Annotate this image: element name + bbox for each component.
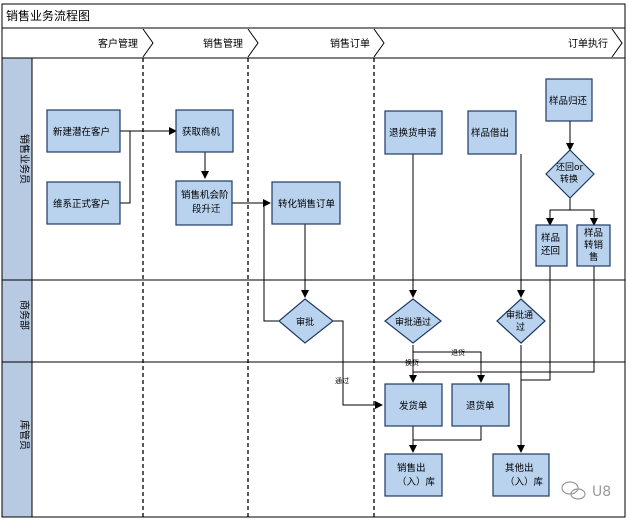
node-sample-back-label: 样品 还回: [541, 232, 563, 257]
watermark-text: U8: [592, 484, 611, 500]
phase-exec-label: 订单执行: [568, 37, 608, 50]
edge-sale-to-delivery: [413, 266, 595, 373]
node-maintain-customer-label: 维系正式客户: [53, 198, 110, 210]
node-get-opportunity: 获取商机: [175, 109, 234, 153]
node-sample-to-sale-label: 样品 转销 售: [584, 227, 606, 263]
decision-approve-order: 审批: [278, 298, 334, 344]
lane-warehouse-label: 库管员: [18, 420, 31, 450]
node-new-customer: 新建潜在客户: [46, 109, 121, 153]
lane-salesman-label: 销售业务员: [18, 134, 31, 184]
phase-customer-label: 客户管理: [98, 37, 138, 50]
watermark: U8: [561, 481, 611, 500]
wechat-icon: [561, 481, 586, 500]
node-new-customer-label: 新建潜在客户: [53, 126, 110, 138]
node-return-note-label: 退货单: [466, 400, 495, 412]
node-convert-order: 转化销售订单: [271, 181, 341, 225]
node-sample-borrow: 样品借出: [467, 110, 517, 155]
node-maintain-customer: 维系正式客户: [46, 181, 121, 225]
phase-chevron-2: [247, 28, 259, 58]
node-sales-io-label: 销售出 （入）库: [397, 462, 436, 488]
node-sample-back: 样品 还回: [535, 224, 568, 267]
node-delivery-note-label: 发货单: [399, 400, 428, 412]
edge-returnnote-to-salesio: [413, 426, 482, 441]
node-sample-borrow-label: 样品借出: [471, 127, 509, 139]
decision-approve-order-label: 审批: [296, 316, 314, 328]
edge-back-to-other: [521, 266, 551, 381]
lane-business-label: 商务部: [18, 300, 31, 330]
phase-header: 客户管理 销售管理 销售订单 订单执行: [1, 27, 626, 59]
edge-approve-reject: [263, 202, 279, 322]
phase-sales-label: 销售管理: [203, 37, 243, 50]
edge-maintain-to-opportunity: [120, 131, 131, 204]
phase-chevron-4: [611, 28, 623, 58]
decision-approved-1-label: 审批通过: [395, 316, 431, 328]
decision-approved-2: 审批通 过: [496, 298, 546, 344]
node-other-io-label: 其他出 （入）库: [505, 462, 544, 488]
node-sample-return-label: 样品归还: [549, 95, 588, 107]
node-sample-to-sale: 样品 转销 售: [576, 224, 611, 267]
connectors: [120, 121, 598, 453]
decision-approved-2-label: 审批通 过: [506, 309, 536, 333]
node-return-note: 退货单: [451, 383, 510, 427]
node-opportunity-stage-label: 销售机会阶 段升迁: [181, 189, 232, 215]
node-sample-return: 样品归还: [545, 78, 593, 122]
node-convert-order-label: 转化销售订单: [278, 198, 336, 210]
node-other-io: 其他出 （入）库: [492, 453, 550, 497]
diagram-title: 销售业务流程图: [6, 8, 90, 23]
decision-return-or-convert: 还回or 转换: [545, 149, 595, 199]
phase-chevron-3: [373, 28, 385, 58]
decision-return-or-convert-label: 还回or 转换: [556, 161, 586, 185]
lane-head-warehouse: [1, 361, 33, 518]
edge-label-exchange: 换货: [405, 358, 419, 367]
edge-label-return: 退货: [451, 348, 465, 357]
edge-approve-to-delivery: [333, 320, 383, 409]
node-opportunity-stage: 销售机会阶 段升迁: [175, 180, 233, 226]
node-delivery-note: 发货单: [384, 383, 443, 427]
edge-approve1-to-return: [413, 351, 485, 383]
edge-decision-to-sale: [570, 209, 598, 226]
node-get-opportunity-label: 获取商机: [182, 126, 221, 138]
edge-label-via: 通过: [335, 376, 349, 385]
title-bar: [1, 3, 626, 29]
node-sales-io: 销售出 （入）库: [384, 453, 443, 497]
decision-approved-1: 审批通过: [384, 298, 442, 344]
lane-head-salesman: [1, 57, 33, 281]
phase-order-label: 销售订单: [330, 37, 370, 50]
edge-decision-to-back: [546, 198, 571, 226]
phase-chevron-1: [142, 28, 154, 58]
node-return-request: 退换货申请: [384, 110, 443, 155]
node-return-request-label: 退换货申请: [389, 127, 437, 139]
